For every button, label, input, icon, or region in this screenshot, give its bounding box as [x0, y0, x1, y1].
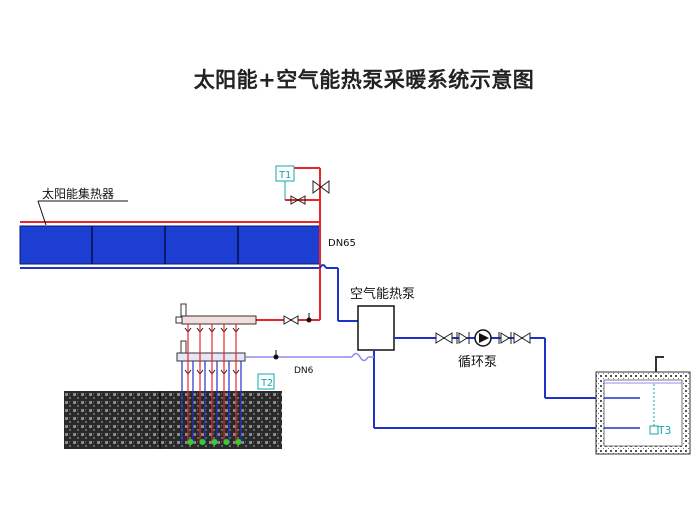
sensor-t1: T1 — [275, 165, 295, 200]
solar-collector — [19, 221, 321, 269]
sensor-t2: T2 — [257, 373, 275, 390]
manifold-branches — [181, 324, 242, 445]
branch-loop — [220, 324, 230, 445]
sensor-t1-label: T1 — [279, 170, 291, 181]
storage-tank — [595, 356, 691, 455]
circ-pump-label: 循环泵 — [458, 355, 497, 370]
check-valve-right — [498, 332, 512, 344]
top-valve — [312, 180, 330, 194]
return-manifold — [176, 340, 374, 362]
side-valve — [290, 195, 306, 205]
circulation-pump — [474, 329, 492, 347]
ground-soil — [64, 391, 282, 449]
return-line — [319, 264, 358, 322]
pump-valve-right — [513, 332, 531, 344]
sensor-t2-label: T2 — [261, 378, 273, 389]
branch-loop — [196, 324, 206, 445]
collector-leader — [37, 200, 47, 226]
pipe-dn6-label: DN6 — [294, 366, 314, 376]
collector-label: 太阳能集热器 — [42, 186, 114, 201]
page-title: 太阳能+空气能热泵采暖系统示意图 — [193, 68, 535, 92]
branch-loop — [232, 324, 242, 445]
manifold-valve — [283, 313, 312, 325]
branch-loop — [208, 324, 218, 445]
pump-line — [394, 337, 610, 399]
heat-pump-label: 空气能热泵 — [350, 286, 415, 302]
pump-valve-left — [435, 332, 453, 344]
check-valve-left — [456, 332, 470, 344]
sensor-t3-label: T3 — [658, 424, 671, 437]
pipe-dn65-label: DN65 — [328, 238, 356, 249]
branch-loop — [184, 324, 194, 445]
tank-return-line — [373, 350, 612, 429]
heat-pump — [357, 305, 395, 351]
